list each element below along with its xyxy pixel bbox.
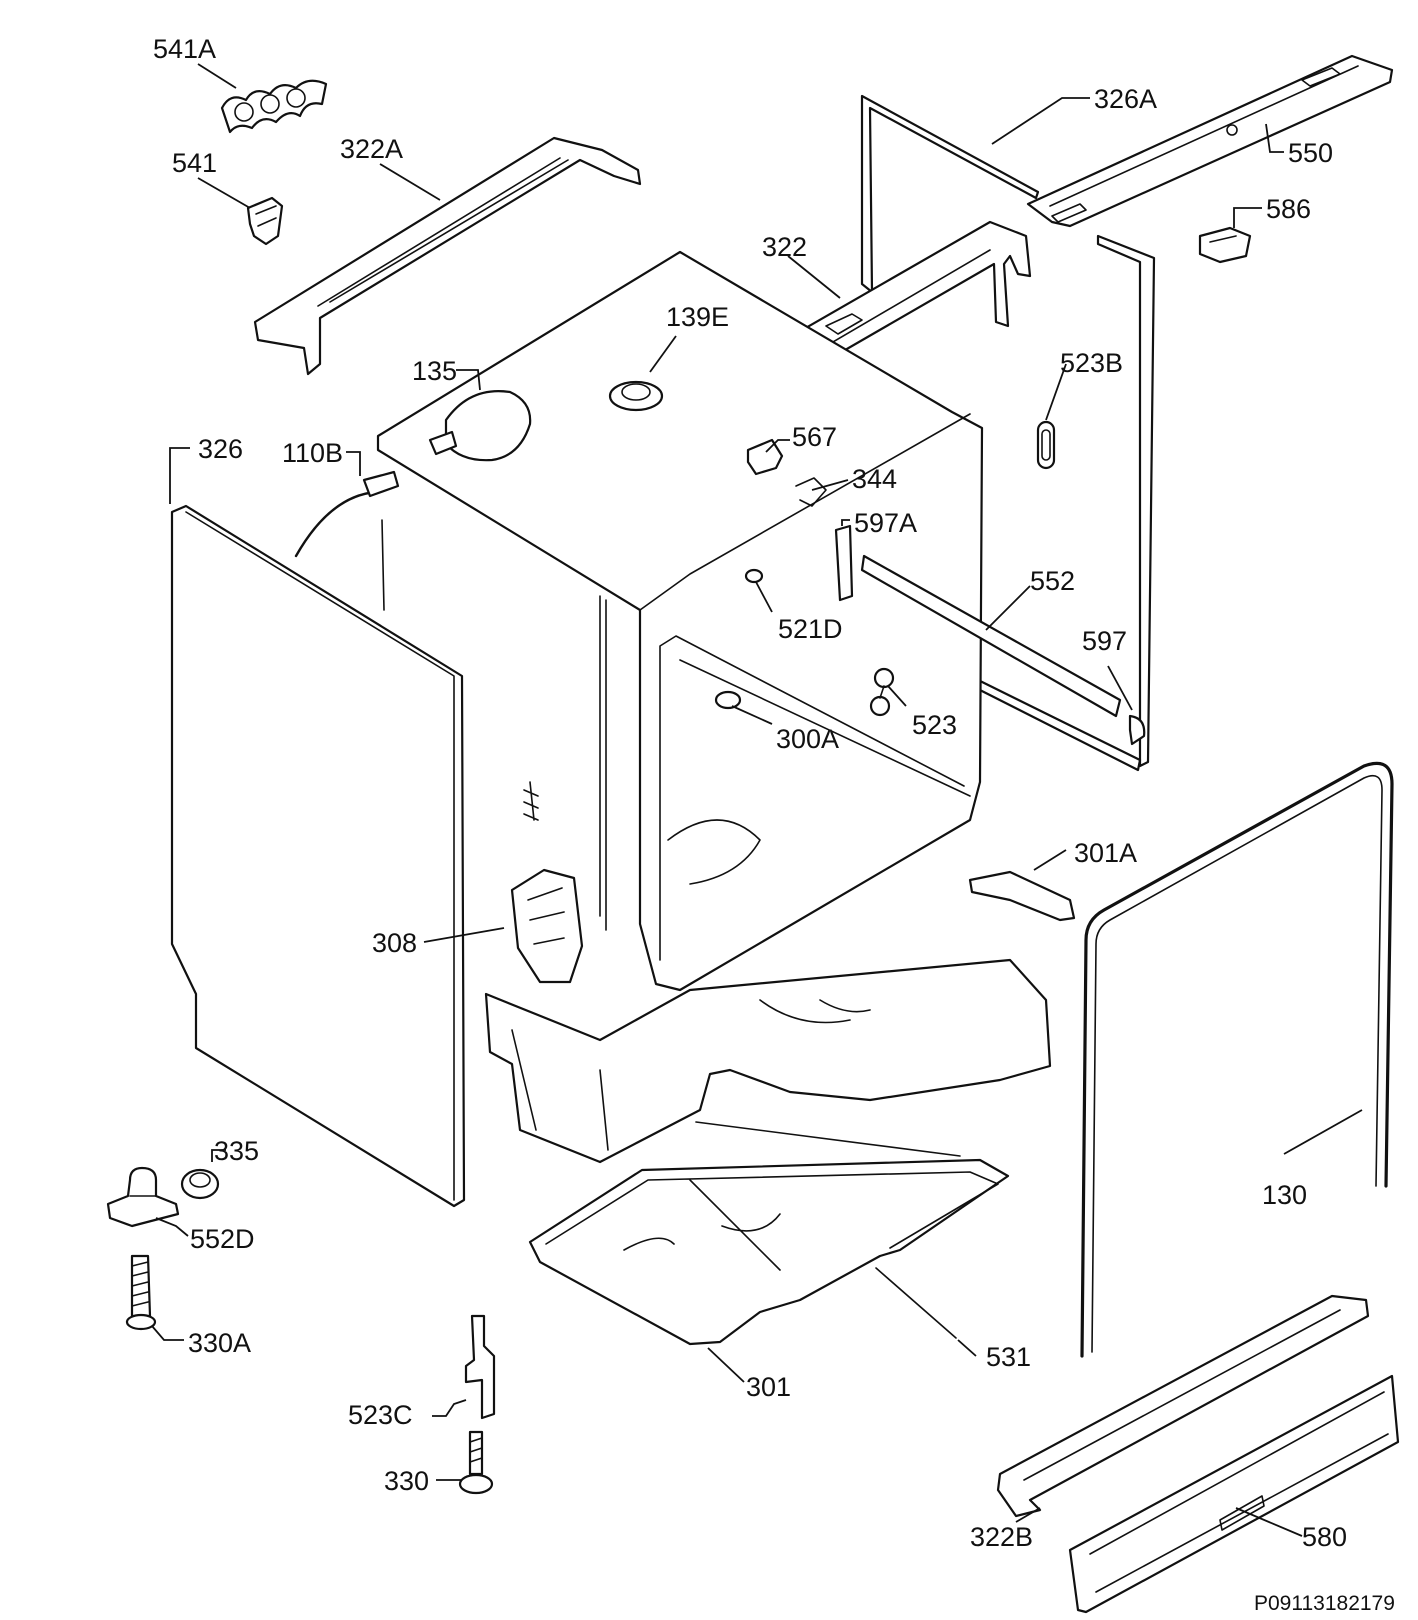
part-523-roller bbox=[869, 667, 895, 717]
part-330-screw bbox=[458, 1430, 494, 1495]
label-344: 344 bbox=[852, 464, 897, 494]
part-541a-hose-clip bbox=[220, 79, 328, 134]
label-521d: 521D bbox=[778, 614, 843, 644]
label-300a: 300A bbox=[776, 724, 839, 754]
part-335-gear bbox=[180, 1168, 220, 1200]
leader-lines bbox=[151, 63, 1363, 1537]
label-326: 326 bbox=[198, 434, 243, 464]
label-531: 531 bbox=[986, 1342, 1031, 1372]
part-326-side-panel bbox=[170, 504, 466, 1208]
label-552: 552 bbox=[1030, 566, 1075, 596]
part-567-clip bbox=[746, 438, 784, 476]
label-552d: 552D bbox=[190, 1224, 255, 1254]
label-308: 308 bbox=[372, 928, 417, 958]
label-301: 301 bbox=[746, 1372, 791, 1402]
part-552d-motor bbox=[106, 1166, 180, 1228]
part-135-salt-cap bbox=[428, 390, 532, 462]
label-586: 586 bbox=[1266, 194, 1311, 224]
part-322a-top-rail bbox=[253, 136, 642, 376]
label-130: 130 bbox=[1262, 1180, 1307, 1210]
label-541a: 541A bbox=[153, 34, 216, 64]
label-322b: 322B bbox=[970, 1522, 1033, 1552]
part-344-spring bbox=[795, 477, 827, 507]
label-330a: 330A bbox=[188, 1328, 251, 1358]
label-523b: 523B bbox=[1060, 348, 1123, 378]
label-135: 135 bbox=[412, 356, 457, 386]
label-597: 597 bbox=[1082, 626, 1127, 656]
part-301-bottom-tray bbox=[528, 1121, 1010, 1346]
label-550: 550 bbox=[1288, 138, 1333, 168]
part-301a-foot-cover bbox=[968, 870, 1076, 922]
label-580: 580 bbox=[1302, 1522, 1347, 1552]
part-541-clip bbox=[246, 196, 284, 246]
part-308-hinge bbox=[510, 781, 584, 984]
part-550-top-strip bbox=[1026, 54, 1394, 228]
label-326a: 326A bbox=[1094, 84, 1157, 114]
part-531-rod bbox=[875, 1267, 957, 1339]
part-labels: 541A 541 322A 326A 550 586 322 139E 135 … bbox=[153, 34, 1395, 1615]
part-523c-bracket bbox=[464, 1314, 496, 1420]
part-552-rail bbox=[860, 554, 1122, 718]
part-tub-body bbox=[376, 250, 984, 992]
label-322a: 322A bbox=[340, 134, 403, 164]
part-130-door-gasket bbox=[1080, 761, 1394, 1358]
diagram-reference-code: P09113182179 bbox=[1254, 1592, 1395, 1615]
label-597a: 597A bbox=[854, 508, 917, 538]
label-330: 330 bbox=[384, 1466, 429, 1496]
part-110b-drain-hose bbox=[294, 470, 400, 611]
label-523: 523 bbox=[912, 710, 957, 740]
part-521d-grommet bbox=[744, 568, 764, 584]
label-335: 335 bbox=[214, 1136, 259, 1166]
part-597a-strip bbox=[834, 524, 854, 602]
part-330a-screw bbox=[125, 1254, 157, 1331]
part-base-frame bbox=[484, 958, 1052, 1164]
part-300a-nut bbox=[714, 690, 742, 710]
part-139e-cap bbox=[608, 380, 664, 412]
label-139e: 139E bbox=[666, 302, 729, 332]
label-567: 567 bbox=[792, 422, 837, 452]
label-541: 541 bbox=[172, 148, 217, 178]
part-580-kickplate bbox=[1068, 1374, 1400, 1614]
part-597-clip bbox=[1128, 714, 1146, 746]
part-322b-bottom-rail bbox=[996, 1294, 1370, 1518]
part-523b-gasket bbox=[1036, 420, 1056, 470]
label-523c: 523C bbox=[348, 1400, 413, 1430]
label-322: 322 bbox=[762, 232, 807, 262]
part-586-bracket bbox=[1198, 226, 1252, 264]
label-301a: 301A bbox=[1074, 838, 1137, 868]
label-110b: 110B bbox=[282, 438, 343, 468]
